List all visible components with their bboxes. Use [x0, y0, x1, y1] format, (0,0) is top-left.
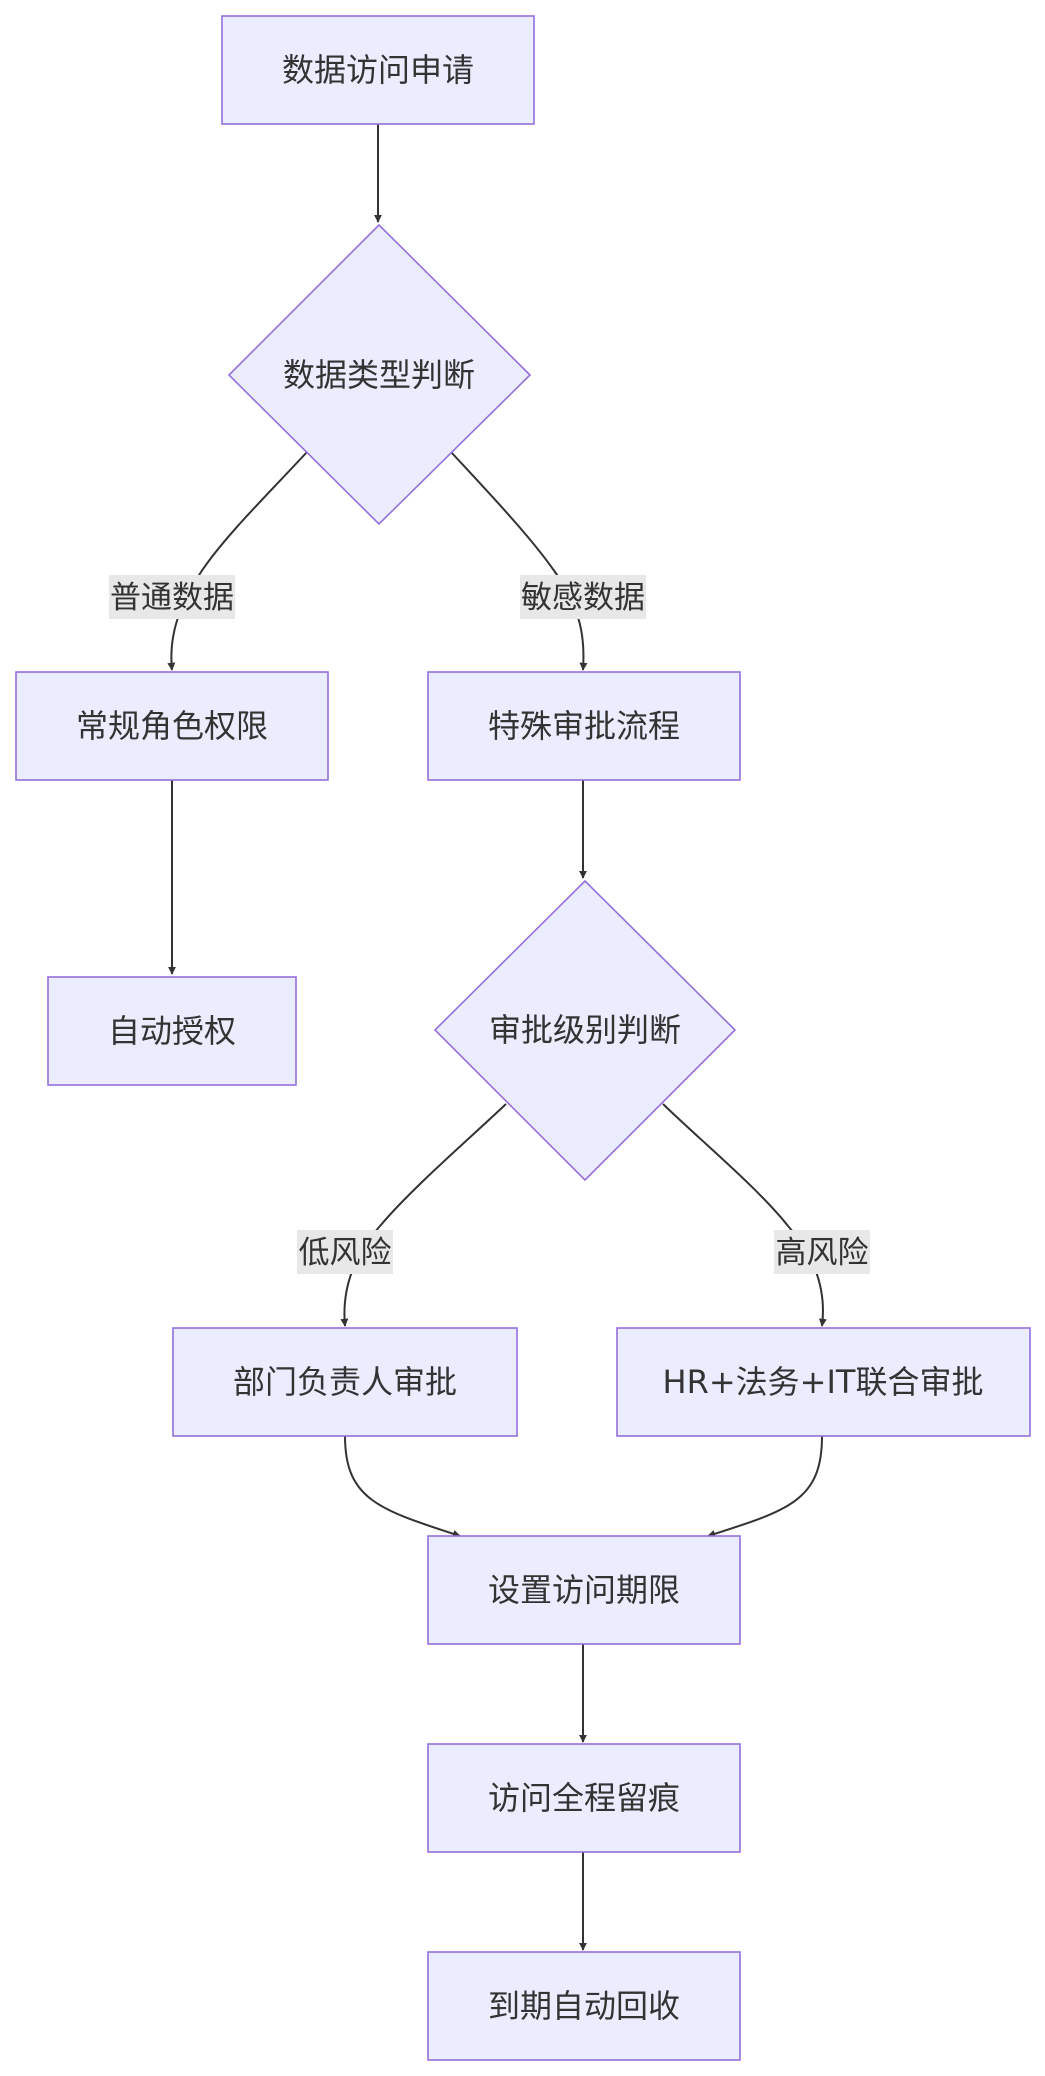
edge-label-high-risk: 高风险: [774, 1230, 870, 1274]
node-request-label: 数据访问申请: [282, 51, 474, 89]
edge-level-to-joint: [662, 1103, 827, 1327]
node-set-period: 设置访问期限: [427, 1535, 741, 1645]
edge-type-to-special: [450, 451, 588, 671]
node-dept-approval: 部门负责人审批: [172, 1327, 518, 1437]
edge-label-sensitive-data-text: 敏感数据: [521, 580, 645, 616]
edge-label-low-risk: 低风险: [297, 1230, 393, 1274]
edge-type-to-regular: [167, 451, 308, 671]
edge-label-high-risk-text: 高风险: [776, 1235, 869, 1271]
edge-dept-to-period: [344, 1435, 461, 1538]
node-audit-trail-label: 访问全程留痕: [488, 1779, 680, 1817]
node-request: 数据访问申请: [221, 15, 535, 125]
node-dept-approval-label: 部门负责人审批: [233, 1363, 457, 1401]
node-special-approval: 特殊审批流程: [427, 671, 741, 781]
node-level-decision-label: 审批级别判断: [489, 1011, 681, 1049]
edge-label-sensitive-data: 敏感数据: [520, 575, 646, 619]
node-auto-grant: 自动授权: [47, 976, 297, 1086]
node-special-approval-label: 特殊审批流程: [488, 707, 680, 745]
node-regular-role-label: 常规角色权限: [76, 707, 268, 745]
edge-joint-to-period: [707, 1435, 823, 1538]
node-joint-approval-label: HR+法务+IT联合审批: [663, 1363, 984, 1401]
node-regular-role: 常规角色权限: [15, 671, 329, 781]
node-auto-grant-label: 自动授权: [108, 1012, 236, 1050]
node-audit-trail: 访问全程留痕: [427, 1743, 741, 1853]
edge-label-low-risk-text: 低风险: [299, 1235, 392, 1271]
node-type-decision-label: 数据类型判断: [283, 356, 475, 394]
edge-label-normal-data: 普通数据: [109, 575, 235, 619]
node-auto-revoke: 到期自动回收: [427, 1951, 741, 2061]
edge-label-normal-data-text: 普通数据: [110, 580, 234, 616]
edge-level-to-dept: [340, 1103, 507, 1327]
node-auto-revoke-label: 到期自动回收: [488, 1987, 680, 2025]
node-set-period-label: 设置访问期限: [488, 1571, 680, 1609]
node-joint-approval: HR+法务+IT联合审批: [616, 1327, 1031, 1437]
edges: [167, 124, 827, 1951]
node-type-decision: 数据类型判断: [227, 223, 532, 526]
node-level-decision: 审批级别判断: [433, 879, 737, 1182]
